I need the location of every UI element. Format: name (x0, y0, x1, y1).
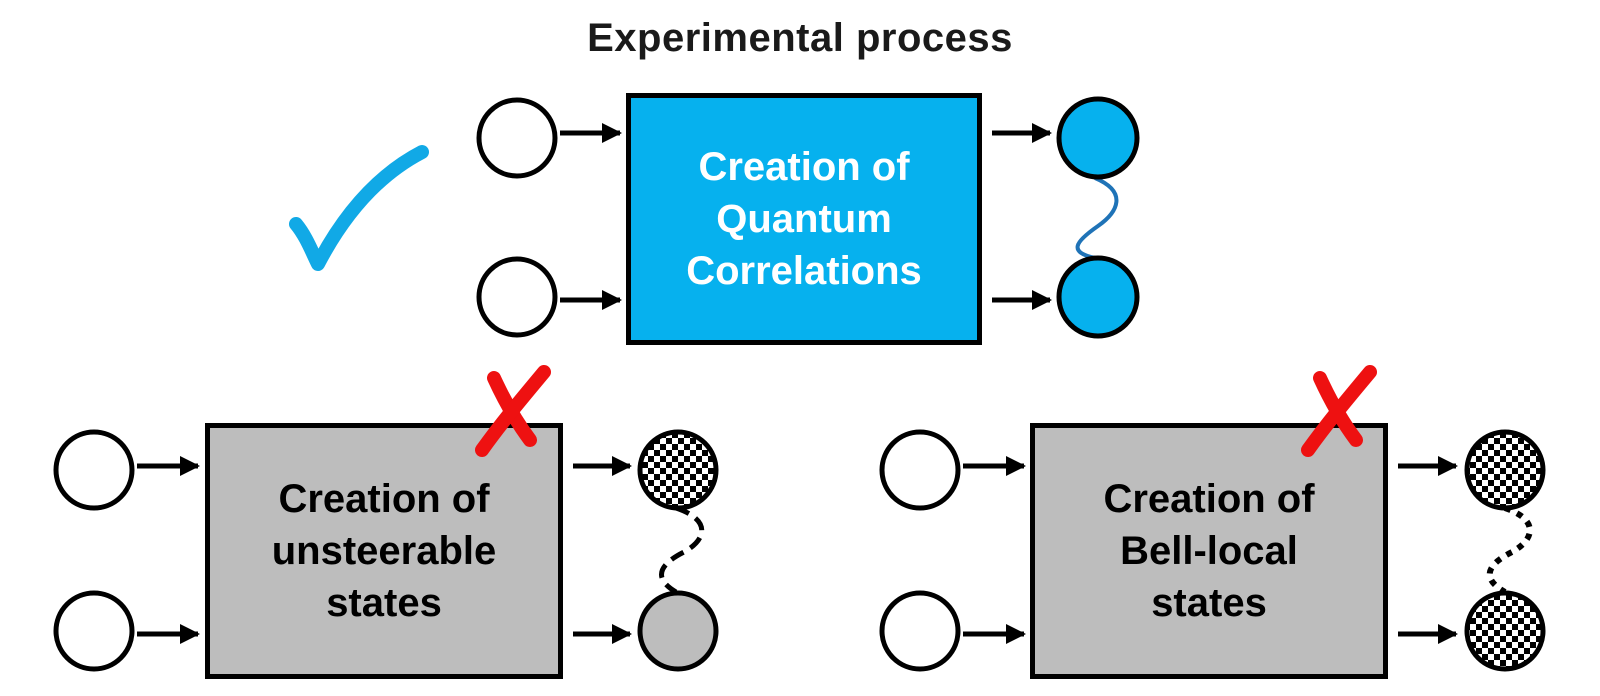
box-label-line: Creation of (1103, 477, 1315, 521)
checkered-state-circle (1464, 590, 1546, 672)
box-label-line: Quantum (716, 197, 892, 241)
box-label-line: states (326, 581, 442, 625)
process-quantum (289, 96, 1140, 339)
input-state-circle (476, 97, 558, 179)
correlation-dashed-wave (659, 505, 705, 595)
box-label-line: states (1151, 581, 1267, 625)
input-state-circle (476, 256, 558, 338)
process-box-quantum: Creation of Quantum Correlations (626, 93, 982, 345)
input-state-circle (879, 590, 961, 672)
checkmark-icon (289, 145, 429, 271)
process-bell-local (879, 429, 1546, 672)
box-label-line: Creation of (698, 145, 910, 189)
checkered-state-circle (637, 429, 719, 511)
box-label-line: unsteerable (271, 529, 497, 573)
diagram-title: Experimental process (587, 16, 1013, 60)
output-quantum-circle (1056, 255, 1140, 339)
input-state-circle (53, 429, 135, 511)
box-label-line: Creation of (278, 477, 490, 521)
box-label-line: Correlations (686, 249, 922, 293)
correlation-dotted-wave (1486, 505, 1533, 595)
output-quantum-circle (1056, 96, 1140, 180)
classical-state-circle (637, 590, 719, 672)
input-state-circle (53, 590, 135, 672)
process-box-unsteerable: Creation of unsteerable states (205, 423, 563, 679)
entanglement-wave (1075, 176, 1119, 260)
process-box-bell-local: Creation of Bell-local states (1030, 423, 1388, 679)
input-state-circle (879, 429, 961, 511)
box-label-line: Bell-local (1120, 529, 1298, 573)
process-unsteerable (53, 429, 719, 672)
checkered-state-circle (1464, 429, 1546, 511)
